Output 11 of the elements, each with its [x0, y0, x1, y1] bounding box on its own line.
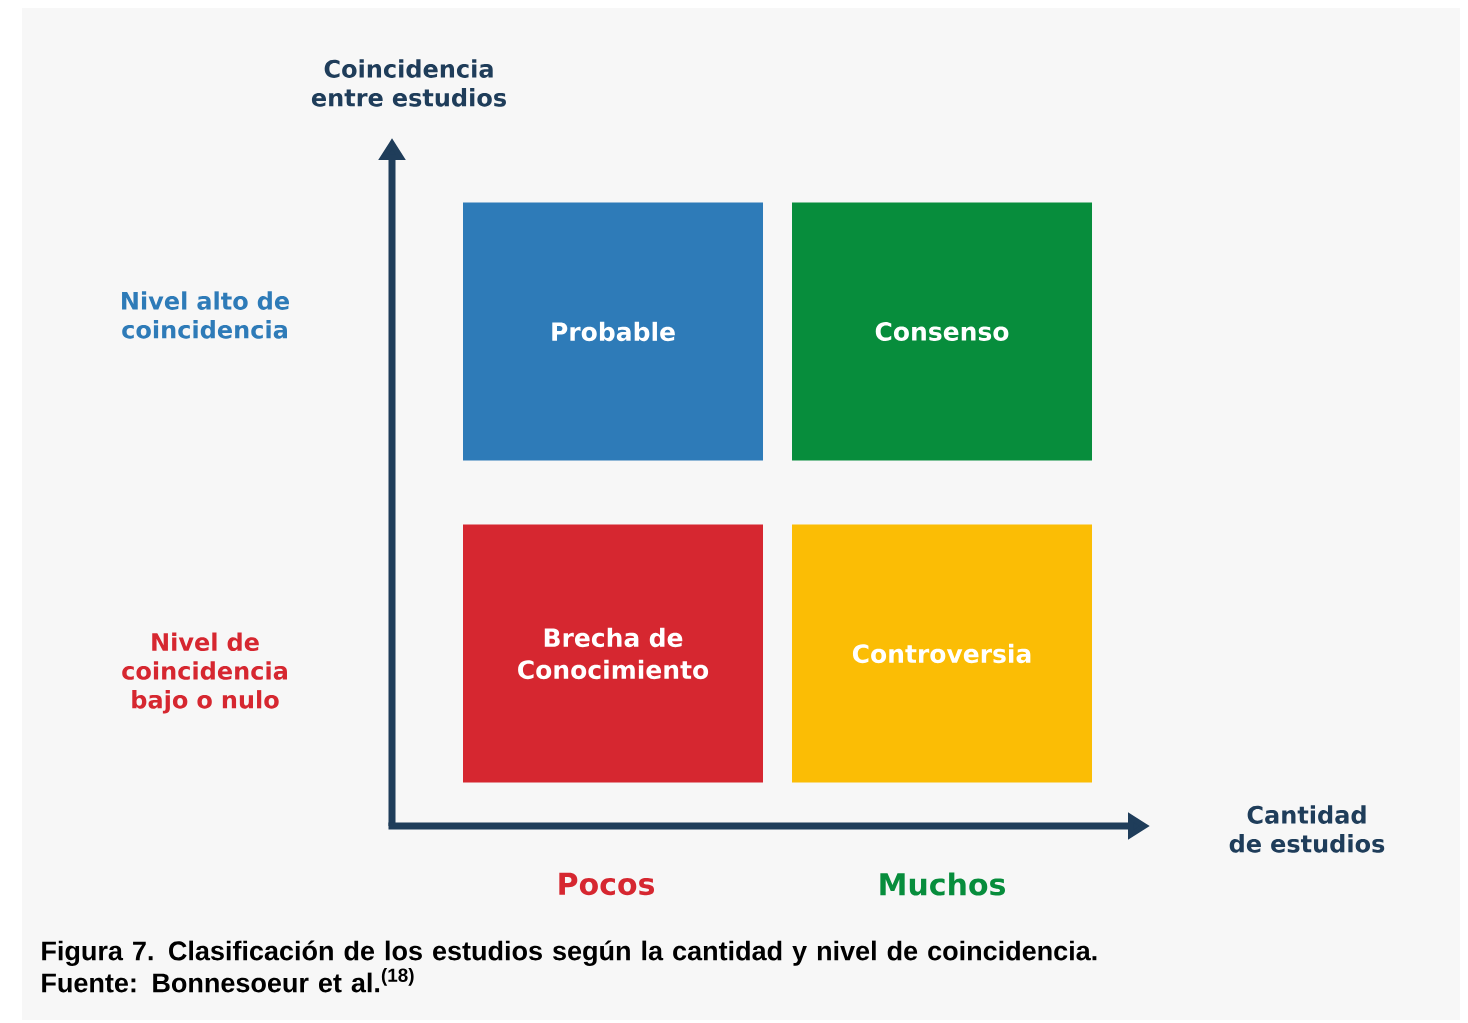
- axis-title: Cantidad de estudios: [1229, 805, 1385, 853]
- level-label: Nivel alto de coincidencia: [122, 291, 289, 339]
- quadrant-box: Consenso: [792, 202, 1092, 461]
- quadrant-box: Controversia: [792, 524, 1092, 783]
- category-label: Pocos: [559, 872, 654, 896]
- figure-caption: Figura 7. Clasificación de los estudios según la cantidad y nivel de coincidencia. Fuente: Bonnesoeur et al.$^{(18)}$: [42, 940, 1097, 993]
- quadrant-box: Probable: [463, 202, 763, 461]
- level-label: Nivel de coincidencia bajo o nulo: [122, 632, 287, 714]
- axis-title: Coincidencia entre estudios: [311, 59, 506, 107]
- quadrant-box: Brecha de Conocimiento: [463, 524, 763, 783]
- category-label: Muchos: [880, 872, 1005, 896]
